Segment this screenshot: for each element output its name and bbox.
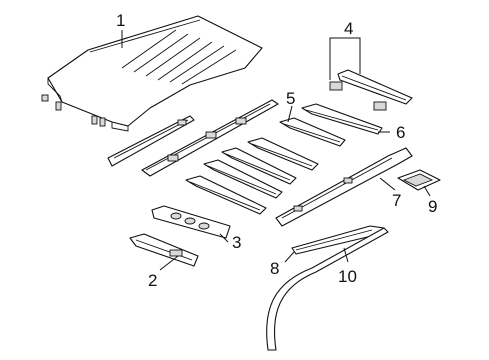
leader-lines bbox=[121, 30, 431, 271]
callout-3: 3 bbox=[232, 233, 241, 252]
right-side-rail-part-7[interactable] bbox=[275, 147, 413, 227]
callout-9: 9 bbox=[428, 197, 437, 216]
roof-bows-part-5[interactable] bbox=[185, 117, 346, 215]
callout-7: 7 bbox=[392, 191, 401, 210]
weatherstrip-part-10[interactable] bbox=[266, 227, 389, 351]
callout-4: 4 bbox=[344, 19, 353, 38]
roof-panel-part-1[interactable] bbox=[41, 15, 263, 132]
header-reinforcement-part-3[interactable] bbox=[151, 205, 231, 239]
callout-1: 1 bbox=[116, 11, 125, 30]
callout-6: 6 bbox=[396, 123, 405, 142]
center-roof-rail[interactable] bbox=[141, 99, 279, 177]
rear-roof-bow-part-6[interactable] bbox=[301, 103, 383, 135]
left-side-rail[interactable] bbox=[107, 115, 195, 167]
small-bracket-part-9[interactable] bbox=[397, 169, 441, 191]
callout-2: 2 bbox=[148, 271, 157, 290]
rear-header-part-4[interactable] bbox=[329, 69, 413, 111]
callout-8: 8 bbox=[270, 259, 279, 278]
bracket-part-2[interactable] bbox=[129, 233, 199, 267]
callout-5: 5 bbox=[286, 89, 295, 108]
callout-10: 10 bbox=[338, 267, 357, 286]
